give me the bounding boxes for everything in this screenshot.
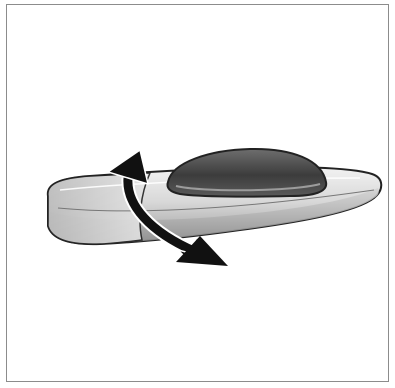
handle-seam (57, 189, 375, 212)
handle-finger-cup (166, 147, 328, 198)
arrowhead-up (107, 149, 149, 185)
door-handle (46, 147, 383, 246)
finger-cup-lip (175, 183, 321, 192)
rotation-arrow (107, 149, 228, 266)
